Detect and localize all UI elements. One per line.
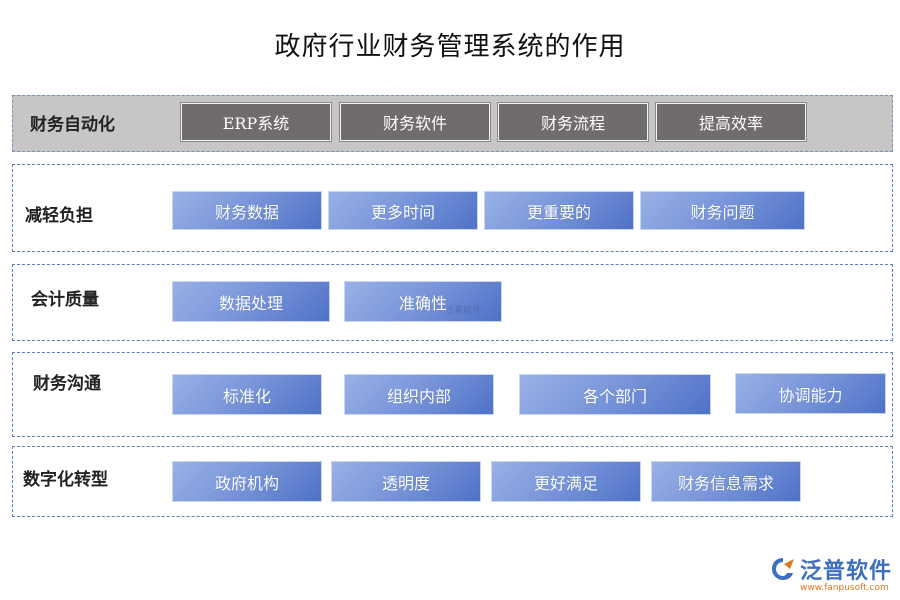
row-label: 减轻负担: [25, 206, 93, 226]
item-box: 协调能力: [735, 373, 886, 414]
item-box: 政府机构: [172, 461, 322, 502]
row-accounting-quality: 会计质量 数据处理 准确性: [12, 264, 893, 341]
item-box: 财务问题: [640, 191, 805, 230]
fanpu-logo-icon: [770, 556, 796, 582]
brand-logo: 泛普软件: [770, 553, 892, 585]
item-box: 财务流程: [497, 102, 649, 142]
row-label: 财务沟通: [33, 374, 101, 394]
item-box: 财务信息需求: [651, 461, 801, 502]
diagram-title: 政府行业财务管理系统的作用: [274, 32, 626, 62]
row-label: 会计质量: [31, 290, 99, 310]
row-digital-transformation: 数字化转型 政府机构 透明度 更好满足 财务信息需求: [12, 446, 893, 517]
item-box: 财务数据: [172, 191, 322, 230]
logo-url: www.fanpusoft.com: [800, 583, 889, 593]
row-finance-automation: 财务自动化 ERP系统 财务软件 财务流程 提高效率: [12, 95, 893, 152]
row-label: 数字化转型: [23, 470, 108, 490]
item-box: 更多时间: [328, 191, 478, 230]
item-box: 组织内部: [344, 374, 494, 415]
item-box: 标准化: [172, 374, 322, 415]
item-box: 更重要的: [484, 191, 634, 230]
item-box: 各个部门: [519, 374, 711, 415]
item-box: 提高效率: [655, 102, 807, 142]
item-box: 数据处理: [172, 281, 330, 322]
logo-text: 泛普软件: [800, 559, 893, 584]
item-box: 透明度: [331, 461, 481, 502]
row-label: 财务自动化: [30, 115, 115, 135]
item-box: 更好满足: [491, 461, 641, 502]
item-box: 财务软件: [339, 102, 491, 142]
watermark: 泛普软件: [445, 306, 482, 316]
row-reduce-burden: 减轻负担 财务数据 更多时间 更重要的 财务问题: [12, 164, 893, 252]
row-finance-communication: 财务沟通 标准化 组织内部 各个部门 协调能力: [12, 352, 893, 437]
item-box: ERP系统: [180, 102, 332, 142]
item-box: 准确性: [344, 281, 502, 322]
